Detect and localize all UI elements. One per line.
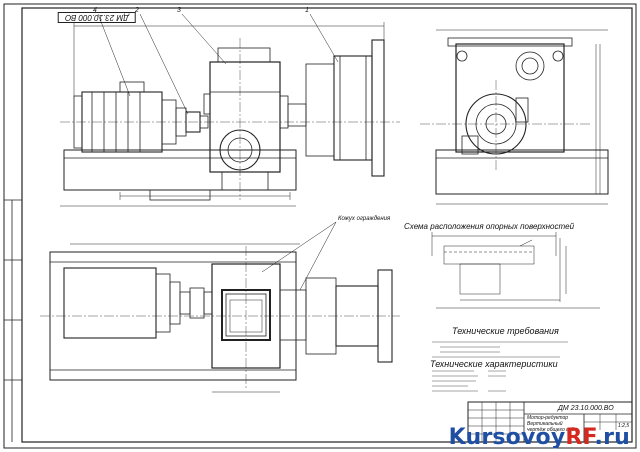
tech-characteristics-title: Технические характеристики <box>430 359 558 369</box>
title-block-name-3: чертёж общего вида <box>527 427 578 433</box>
callout-2: 2 <box>135 7 139 14</box>
watermark-part-1: Kursovoy <box>448 425 566 450</box>
callout-4: 4 <box>93 7 97 14</box>
callout-1: 1 <box>305 7 309 14</box>
watermark-part-2: RF <box>565 425 595 450</box>
callout-3: 3 <box>177 7 181 14</box>
site-watermark: KursovoyRF.ru <box>449 425 630 450</box>
title-block-scale: 1:2,5 <box>618 423 630 429</box>
title-block-name-1: Мотор-редуктор <box>527 415 569 421</box>
title-block-designation: ДМ 23.10.000.ВО <box>558 405 614 412</box>
watermark-part-3: .ru <box>594 425 630 450</box>
guard-callout: Кожух ограждения <box>338 216 391 222</box>
title-block-name-2: Вертикальный <box>527 421 563 427</box>
tech-requirements-title: Технические требования <box>452 326 559 336</box>
support-scheme-title: Схема расположения опорных поверхностей <box>404 222 575 231</box>
